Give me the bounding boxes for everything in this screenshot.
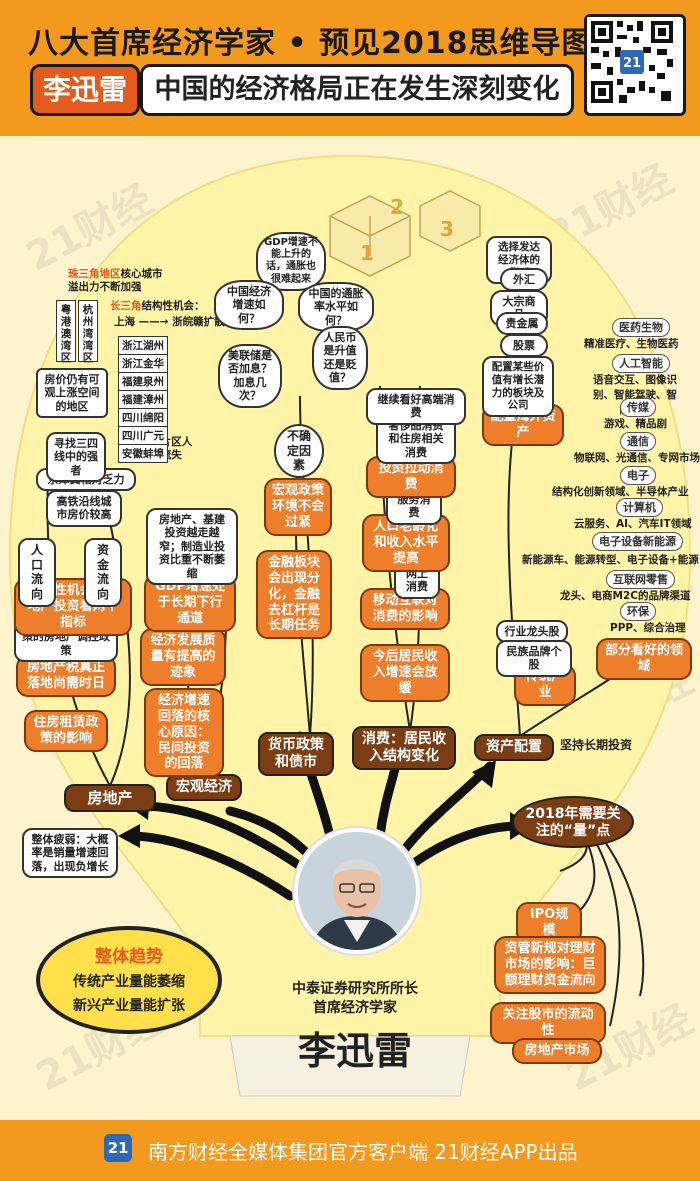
svg-text:3: 3 xyxy=(440,217,454,241)
economist-portrait xyxy=(294,828,420,954)
real-estate-note: 寻找三四线中的强者 xyxy=(46,432,106,483)
real-estate-item[interactable]: 住房租赁政策的影响 xyxy=(24,710,108,752)
sector-category[interactable]: 通信 xyxy=(620,432,656,452)
sector-category[interactable]: 人工智能 xyxy=(612,354,670,374)
qr-badge-label: 21 xyxy=(623,56,641,71)
svg-text:2: 2 xyxy=(390,195,404,219)
macro-item[interactable]: 经济发展质量有提高的迹象 xyxy=(140,628,226,686)
yangtze-city: 四川绵阳 xyxy=(118,408,168,427)
overseas-item: 外汇 xyxy=(500,268,548,292)
sector-category[interactable]: 互联网零售 xyxy=(606,570,675,590)
monetary-question: 中国的通胀率水平如何？ xyxy=(298,282,374,333)
uncertain-factors[interactable]: 不确定因素 xyxy=(274,424,324,478)
overall-trend-badge: 整体趋势 传统产业量能萎缩 新兴产业量能扩张 xyxy=(36,926,222,1034)
monetary-question: 中国经济增速如何？ xyxy=(214,280,284,331)
real-estate-conclusion: 整体疲弱：大概率是销量增速回落，出现负增长 xyxy=(22,828,118,879)
yangtze-city: 福建泉州 xyxy=(118,372,168,391)
favored-sectors[interactable]: 部分看好的领域 xyxy=(596,638,692,680)
footer-text: 南方财经全媒体集团官方客户端 21财经APP出品 xyxy=(148,1140,578,1164)
sector-category[interactable]: 医药生物 xyxy=(612,318,670,338)
branch-real-estate[interactable]: 房地产 xyxy=(64,784,156,813)
consumption-item: 继续看好高端消费 xyxy=(366,388,466,425)
real-estate-note: 房价仍有可观上涨空间的地区 xyxy=(36,368,108,419)
economist-affiliation: 中泰证券研究所所长 首席经济学家 xyxy=(270,980,440,1018)
overall-trend-line: 传统产业量能萎缩 xyxy=(73,974,185,990)
yangtze-city: 四川广元 xyxy=(118,426,168,445)
sector-detail: PPP、综合治理 xyxy=(610,622,686,634)
sector-detail: 物联网、光通信、专网市场 xyxy=(574,452,700,464)
sector-category[interactable]: 传媒 xyxy=(620,398,656,418)
pearl-delta-note: 核心城市溢出力不断加强 xyxy=(68,268,163,294)
consumption-item[interactable]: 今后居民收入增速会放缓 xyxy=(360,644,450,702)
sector-detail: 精准医疗、生物医药 xyxy=(584,338,679,350)
sector-detail: 新能源车、能源转型、电子设备+能源 xyxy=(522,554,699,566)
long-term-investment: 坚持长期投资 xyxy=(560,738,633,752)
watch-item[interactable]: 资管新规对理财市场的影响：巨额理财资金流向 xyxy=(494,936,606,994)
monetary-item[interactable]: 宏观政策环境不会过紧 xyxy=(264,478,332,536)
economist-name-tag: 李迅雷 xyxy=(30,64,140,116)
role-line: 首席经济学家 xyxy=(313,999,397,1016)
sector-category[interactable]: 电子设备新能源 xyxy=(592,532,683,552)
svg-text:1: 1 xyxy=(360,241,374,265)
monetary-question: 美联储是否加息？加息几次？ xyxy=(218,344,282,408)
yangtze-flow: 上海 ——→ 浙皖赣扩散 xyxy=(114,316,225,328)
yangtze-city: 安徽蚌埠 xyxy=(118,444,168,463)
traditional-item: 民族品牌个股 xyxy=(496,640,572,677)
yangtze-group: 长三角结构性机会： xyxy=(110,300,205,312)
sector-category[interactable]: 电子 xyxy=(620,466,656,486)
affiliation-line: 中泰证券研究所所长 xyxy=(292,981,418,997)
capital-flow[interactable]: 资金流向 xyxy=(84,538,122,607)
branch-watch-points[interactable]: 2018年需要关注的“量”点 xyxy=(512,796,634,848)
macro-item: 房地产、基建投资越走越窄；制造业投资比重不断萎缩 xyxy=(146,508,238,586)
watch-item[interactable]: 关注股市的流动性 xyxy=(490,1002,606,1044)
sector-detail: 游戏、精品剧 xyxy=(604,418,667,430)
watch-item[interactable]: 房地产市场 xyxy=(512,1038,602,1064)
traditional-item: 行业龙头股 xyxy=(496,620,568,644)
app-logo-icon[interactable]: 21 xyxy=(104,1134,132,1162)
sector-detail: 龙头、电商M2C的品牌渠道 xyxy=(560,590,691,602)
overseas-item: 贵金属 xyxy=(496,312,548,336)
monetary-item[interactable]: 金融板块会出现分化，金融去杠杆是长期任务 xyxy=(256,550,332,640)
pearl-delta-city: 杭州湾湾区 xyxy=(78,300,98,364)
economist-name: 李迅雷 xyxy=(297,1029,412,1073)
macro-item[interactable]: 经济增速回落的核心原因：民间投资的回落 xyxy=(144,688,224,778)
branch-assets[interactable]: 资产配置 xyxy=(474,734,554,762)
branch-monetary[interactable]: 货币政策和债市 xyxy=(258,732,334,777)
pearl-delta-city: 粤港澳湾区 xyxy=(56,300,76,364)
page-title: 八大首席经济学家 • 预见2018思维导图 xyxy=(28,26,593,61)
sector-detail: 云服务、AI、汽车IT领域 xyxy=(574,518,692,530)
overall-trend-title: 整体趋势 xyxy=(95,947,163,967)
sector-detail: 结构化创新领域、半导体产业 xyxy=(552,486,689,498)
real-estate-note: 高铁沿线城市房价较高 xyxy=(46,490,122,527)
sector-category[interactable]: 计算机 xyxy=(616,498,663,518)
yangtze-note: 结构性机会： xyxy=(141,300,205,312)
branch-consumption[interactable]: 消费：居民收入结构变化 xyxy=(352,726,456,771)
overall-trend-line: 新兴产业量能扩张 xyxy=(73,998,185,1014)
yangtze-city: 浙江金华 xyxy=(118,354,168,373)
yangtze-city: 福建漳州 xyxy=(118,390,168,409)
overseas-item: 股票 xyxy=(500,334,548,358)
population-flow[interactable]: 人口流向 xyxy=(18,538,56,607)
sector-category[interactable]: 环保 xyxy=(620,602,656,622)
yangtze-city: 浙江湖州 xyxy=(118,336,168,355)
monetary-question: 人民币是升值还是贬值？ xyxy=(312,326,368,390)
headline: 中国的经济格局正在发生深刻变化 xyxy=(140,64,574,116)
pearl-delta-group: 珠三角地区核心城市溢出力不断加强 xyxy=(68,268,163,294)
overseas-note: 配置某些价值有增长潜力的板块及公司 xyxy=(482,356,554,418)
qr-code-icon[interactable]: 21 xyxy=(584,14,686,116)
branch-macro[interactable]: 宏观经济 xyxy=(166,774,242,802)
